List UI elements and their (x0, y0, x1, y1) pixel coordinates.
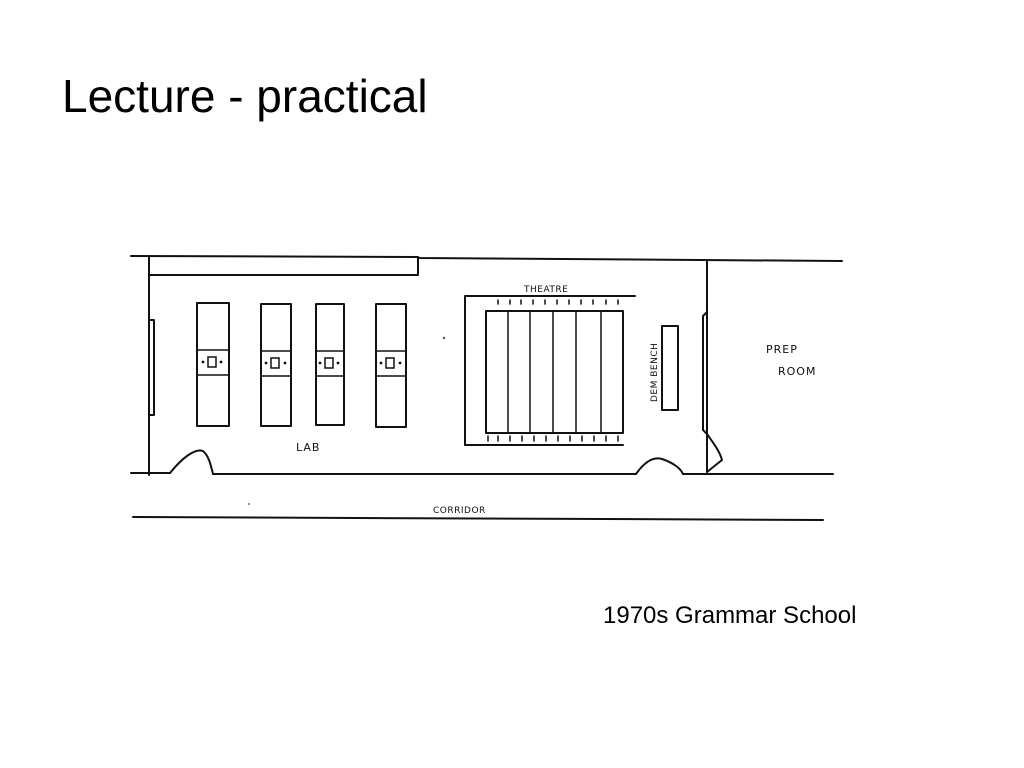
dem-bench-label: DEM BENCH (650, 343, 660, 402)
prep-room-label-line1: PREP (766, 343, 798, 356)
door-swings (169, 433, 723, 475)
slide-title: Lecture - practical (62, 70, 428, 122)
lab-bench (260, 303, 292, 427)
demonstration-bench (661, 325, 679, 411)
lab-label: LAB (296, 441, 320, 454)
outer-walls (130, 255, 843, 521)
theatre-label: THEATRE (523, 285, 568, 295)
prep-room-label-line2: ROOM (778, 365, 816, 378)
theatre-seating (464, 295, 636, 446)
corridor-label: CORRIDOR (433, 506, 486, 516)
lab-bench (315, 303, 345, 426)
lab-bench (375, 303, 407, 428)
slide-caption: 1970s Grammar School (603, 602, 857, 629)
lab-bench (196, 302, 230, 427)
lab-benches (196, 302, 407, 428)
